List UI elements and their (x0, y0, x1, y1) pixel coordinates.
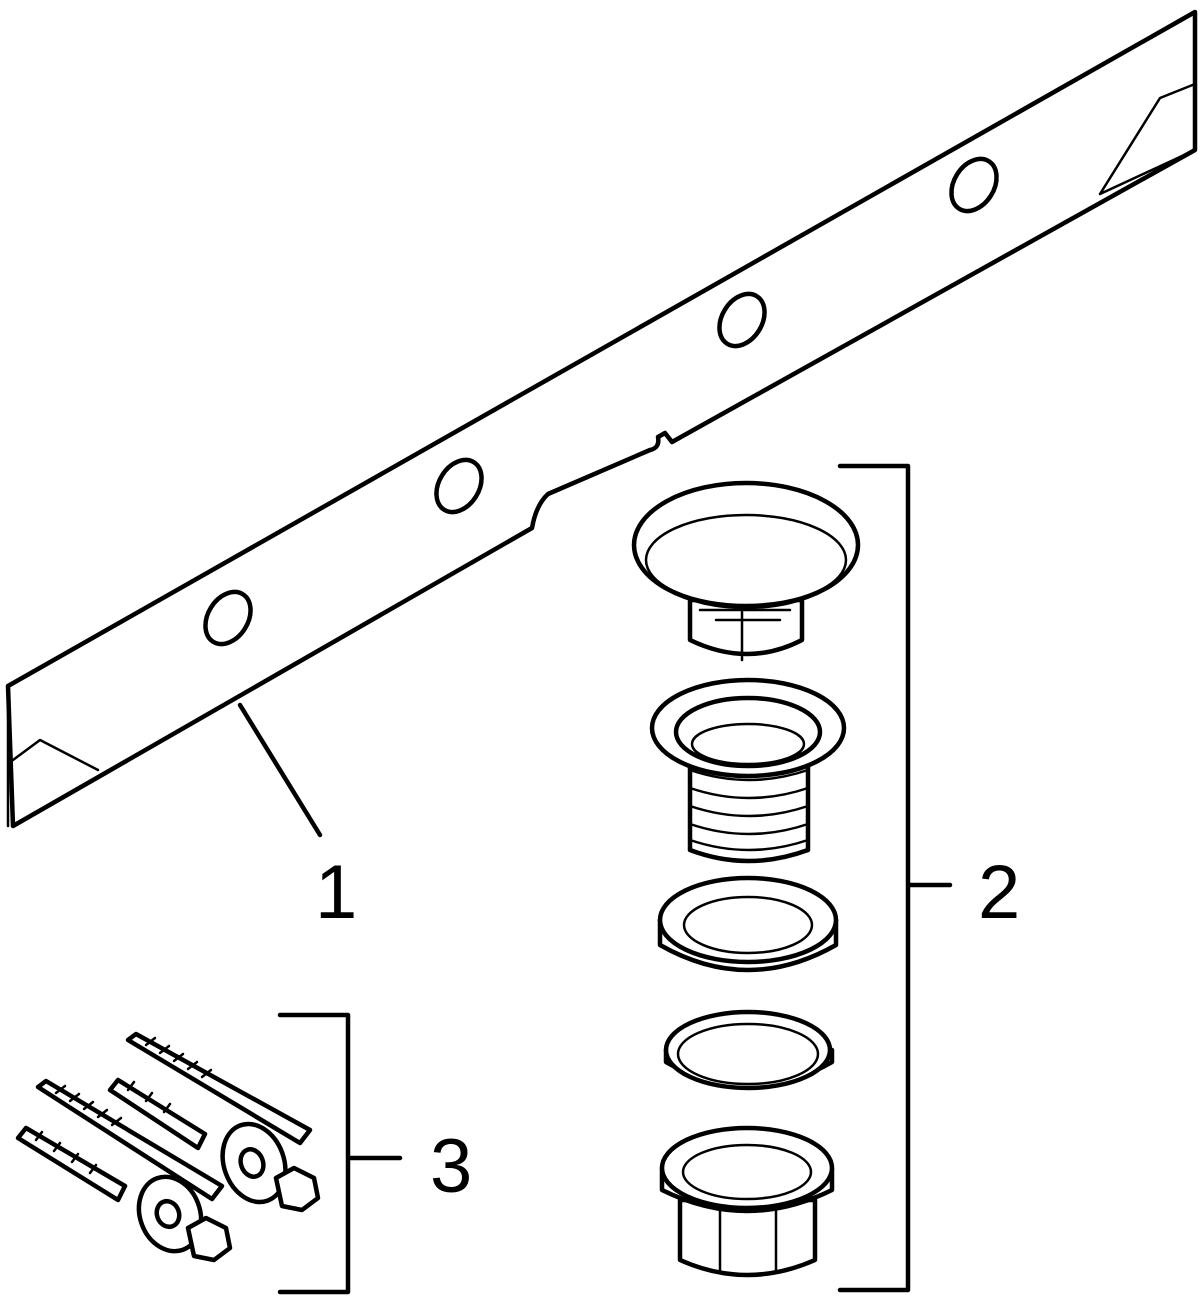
bracket-2 (837, 463, 953, 1293)
callout-2: 2 (978, 850, 1020, 935)
bracket-3 (277, 1012, 403, 1295)
threaded-drain-body (649, 677, 847, 864)
fixing-set (15, 1031, 321, 1263)
callout-1: 1 (315, 850, 357, 935)
lock-nut (659, 1125, 835, 1278)
callout-3: 3 (430, 1124, 472, 1209)
flat-gasket (657, 875, 839, 973)
push-cap (631, 480, 861, 662)
leader-line-1 (237, 702, 323, 838)
o-ring (663, 1009, 835, 1091)
mounting-rail (5, 9, 1198, 829)
